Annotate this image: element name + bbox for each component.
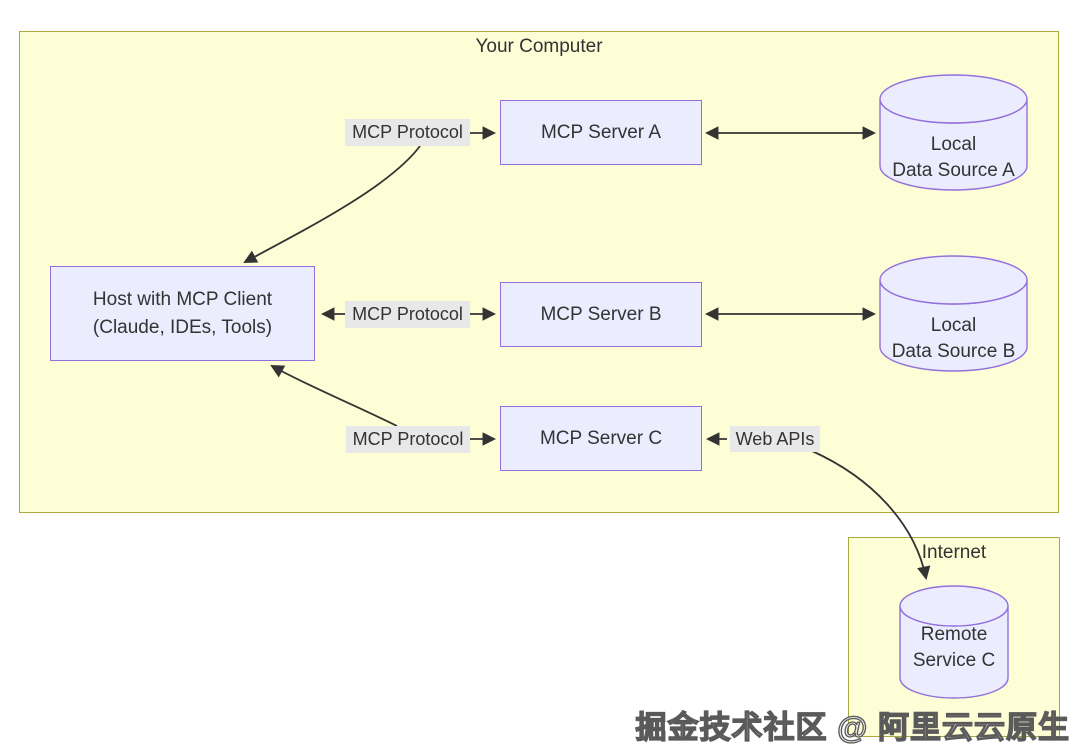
node-mcp-server-c: MCP Server C <box>500 406 702 471</box>
watermark: 掘金技术社区 @ 阿里云云原生 <box>635 709 1070 745</box>
node-local-data-source-a: Local Data Source A <box>879 74 1028 192</box>
remote-service-c-line2: Service C <box>912 650 996 671</box>
edge-label-mcp-protocol-c: MCP Protocol <box>346 426 470 453</box>
data-source-b-line1: Local <box>930 315 977 336</box>
edge-label-web-apis: Web APIs <box>730 426 820 452</box>
edge-label-mcp-protocol-b: MCP Protocol <box>345 301 470 328</box>
cylinder-shape <box>879 255 1028 372</box>
node-remote-service-c: Remote Service C <box>899 585 1009 700</box>
node-mcp-server-a-label: MCP Server A <box>540 121 662 143</box>
data-source-b-line2: Data Source B <box>891 341 1016 362</box>
remote-service-c-line1: Remote <box>920 624 988 645</box>
node-mcp-server-a: MCP Server A <box>500 100 702 165</box>
edge-label-mcp-protocol-a: MCP Protocol <box>345 119 470 146</box>
group-your-computer-title: Your Computer <box>475 36 603 57</box>
node-mcp-server-c-label: MCP Server C <box>539 427 663 449</box>
cylinder-shape <box>899 585 1009 699</box>
data-source-a-line2: Data Source A <box>892 160 1015 181</box>
node-local-data-source-b: Local Data Source B <box>879 255 1028 373</box>
cylinder-shape <box>879 74 1028 191</box>
node-host: Host with MCP Client (Claude, IDEs, Tool… <box>50 266 315 361</box>
group-internet-title: Internet <box>921 542 987 563</box>
node-host-line2: (Claude, IDEs, Tools) <box>92 316 273 338</box>
node-host-line1: Host with MCP Client <box>92 288 273 310</box>
node-mcp-server-b-label: MCP Server B <box>540 303 662 325</box>
node-mcp-server-b: MCP Server B <box>500 282 702 347</box>
data-source-a-line1: Local <box>930 134 977 155</box>
